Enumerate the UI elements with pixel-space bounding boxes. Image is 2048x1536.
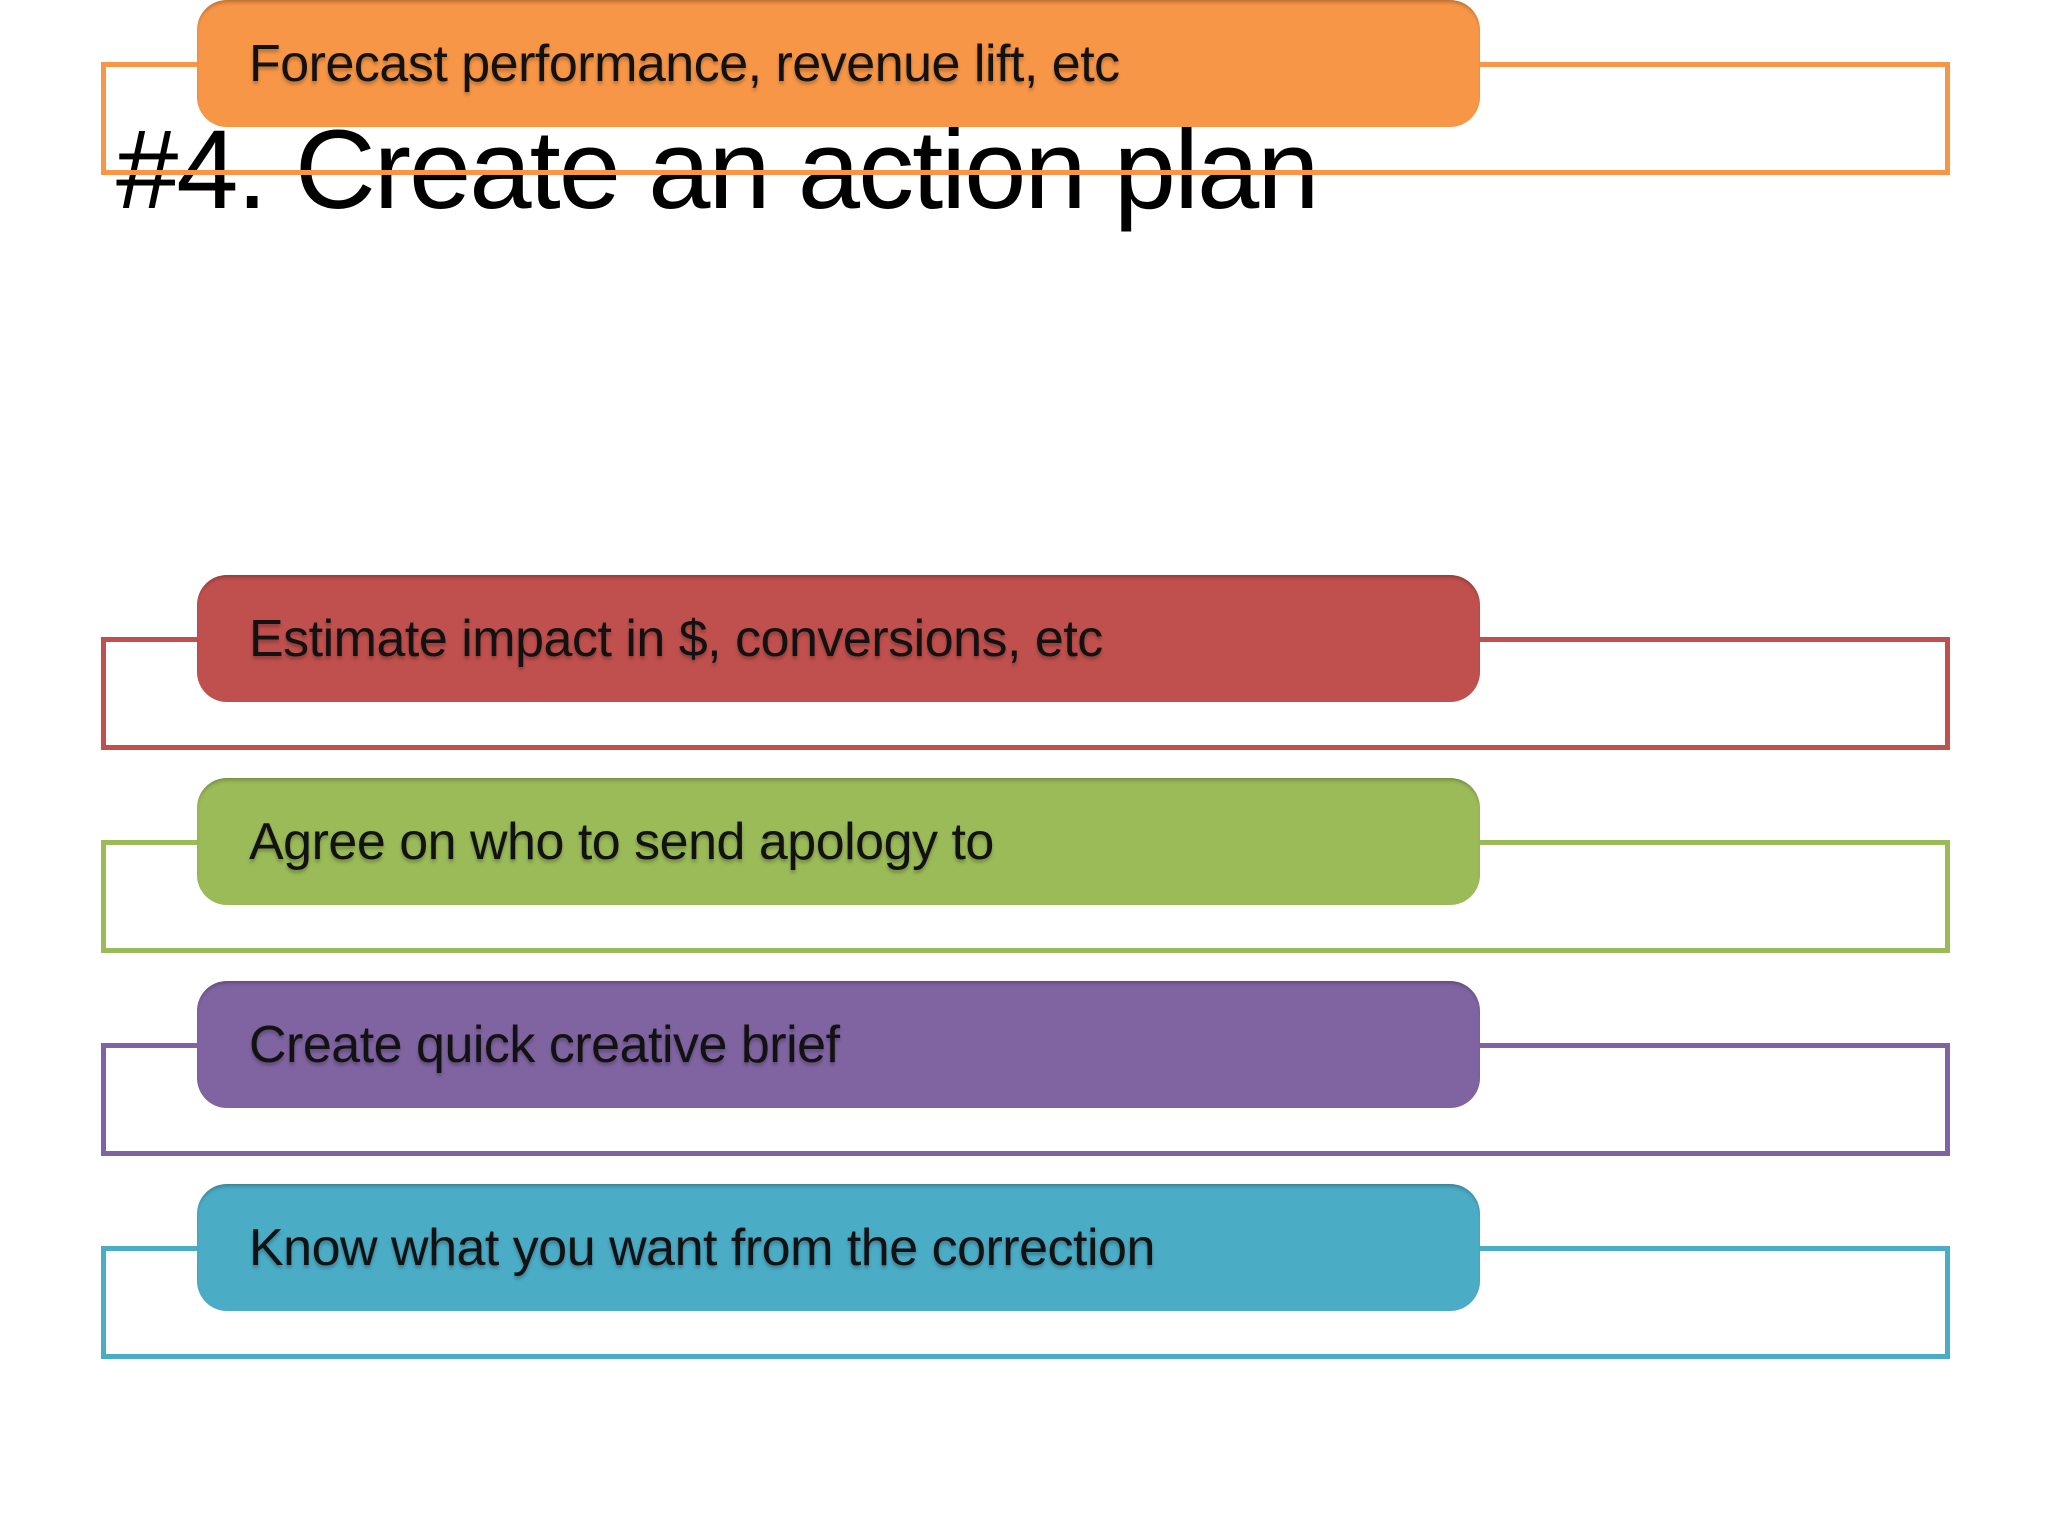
page-title: #4. Create an action plan [116,107,1320,232]
action-bar: Estimate impact in $, conversions, etc [197,575,1480,702]
action-bar-label: Estimate impact in $, conversions, etc [249,609,1103,668]
action-row: Forecast performance, revenue lift, etc [0,0,2048,175]
action-bar-label: Forecast performance, revenue lift, etc [249,34,1120,93]
action-bar: Agree on who to send apology to [197,778,1480,905]
action-bar: Create quick creative brief [197,981,1480,1108]
action-bar-label: Agree on who to send apology to [249,812,994,871]
action-row: Estimate impact in $, conversions, etc [0,575,2048,750]
action-bar-label: Create quick creative brief [249,1015,840,1074]
action-bar: Know what you want from the correction [197,1184,1480,1311]
action-bar-label: Know what you want from the correction [249,1218,1155,1277]
action-row: Know what you want from the correction [0,1184,2048,1359]
action-bar: Forecast performance, revenue lift, etc [197,0,1480,127]
action-row: Create quick creative brief [0,981,2048,1156]
action-row: Agree on who to send apology to [0,778,2048,953]
